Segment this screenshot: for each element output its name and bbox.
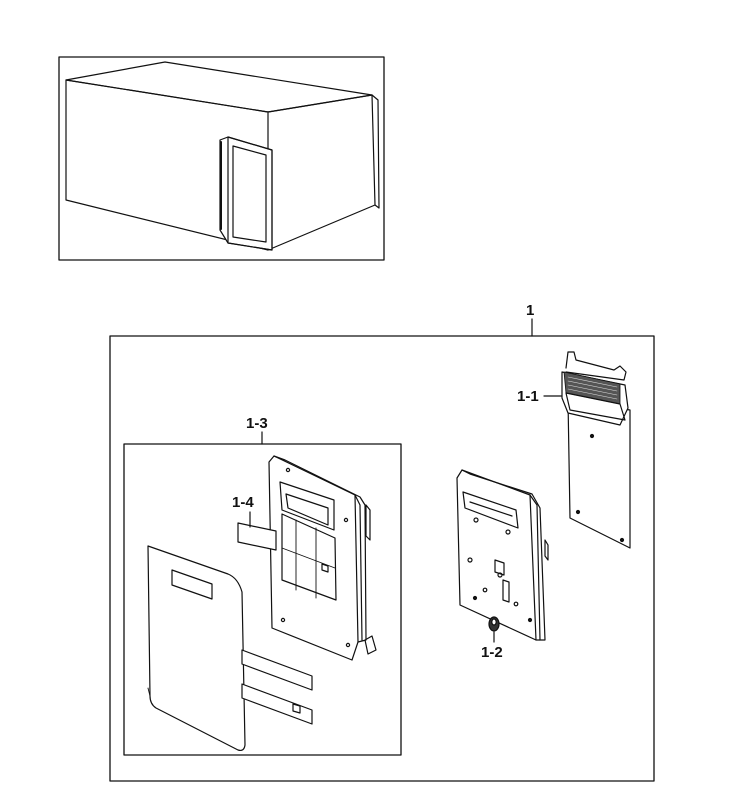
location-view — [58, 56, 385, 261]
location-view-frame — [58, 56, 385, 261]
bracket-panel — [456, 469, 549, 641]
pcb-assembly — [561, 351, 631, 549]
control-panel-highlight — [219, 136, 273, 251]
label-assembly: 1 — [526, 302, 534, 319]
display-window — [237, 522, 277, 551]
microwave-cabinet — [65, 61, 380, 251]
key-strip-upper — [241, 649, 313, 691]
label-window: 1-4 — [232, 494, 254, 511]
membrane-sheet — [147, 545, 246, 752]
key-strip-lower — [241, 683, 313, 725]
label-bracket: 1-2 — [481, 644, 503, 661]
control-panel-part — [268, 455, 377, 661]
assembly-frame — [109, 335, 655, 782]
label-pcb: 1-1 — [517, 388, 539, 405]
label-control-panel: 1-3 — [246, 415, 268, 432]
